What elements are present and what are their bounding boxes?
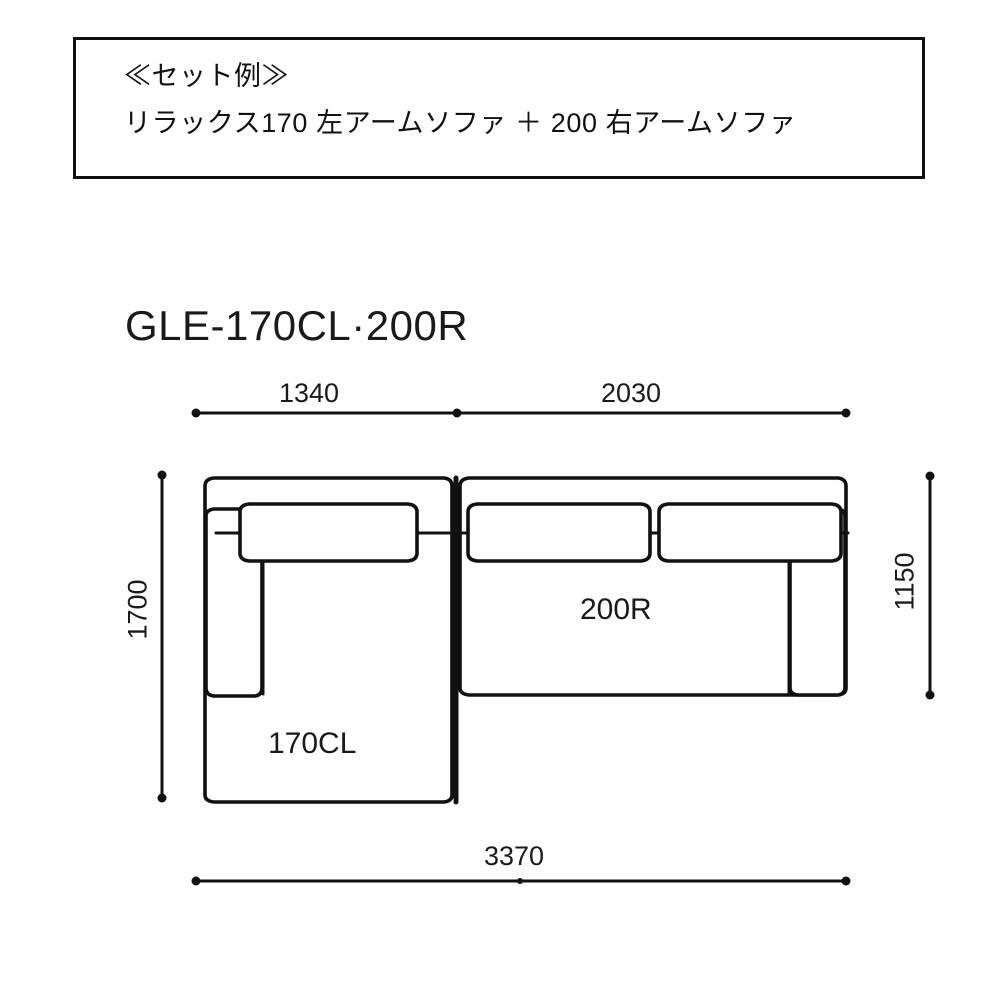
left-dim-endpoint-top xyxy=(157,470,167,480)
drawing-title: GLE-170CL·200R xyxy=(125,302,469,349)
top-dim-midpoint xyxy=(452,408,462,418)
dimension-label-bottom-total: 3370 xyxy=(484,841,545,871)
part-label-left: 170CL xyxy=(268,727,357,760)
dimension-label-top-left: 1340 xyxy=(279,378,340,408)
bottom-dim-endpoint-left xyxy=(191,876,201,886)
caption-text-block: ≪セット例≫ リラックス170 左アームソファ ＋ 200 右アームソファ xyxy=(124,54,912,148)
caption-heading: ≪セット例≫ xyxy=(124,61,289,91)
part-label-right: 200R xyxy=(580,593,652,626)
caption-detail: リラックス170 左アームソファ ＋ 200 右アームソファ xyxy=(124,108,797,138)
right-dim-endpoint-bottom xyxy=(925,690,935,700)
dimension-label-top-right: 2030 xyxy=(601,378,662,408)
dimension-label-left-height: 1700 xyxy=(122,579,153,640)
top-dim-endpoint-right xyxy=(841,408,851,418)
left-dim-endpoint-bottom xyxy=(157,793,167,803)
bottom-dim-midpoint xyxy=(517,878,523,884)
caption-box: ≪セット例≫ リラックス170 左アームソファ ＋ 200 右アームソファ xyxy=(73,37,925,179)
top-dim-endpoint-left xyxy=(191,408,201,418)
bottom-dim-endpoint-right xyxy=(841,876,851,886)
right-back-cushion-2 xyxy=(657,502,843,563)
right-dim-endpoint-top xyxy=(925,471,935,481)
dimension-label-right-height: 1150 xyxy=(889,552,920,611)
left-back-cushion xyxy=(238,502,419,563)
right-back-cushion-1 xyxy=(466,502,652,563)
